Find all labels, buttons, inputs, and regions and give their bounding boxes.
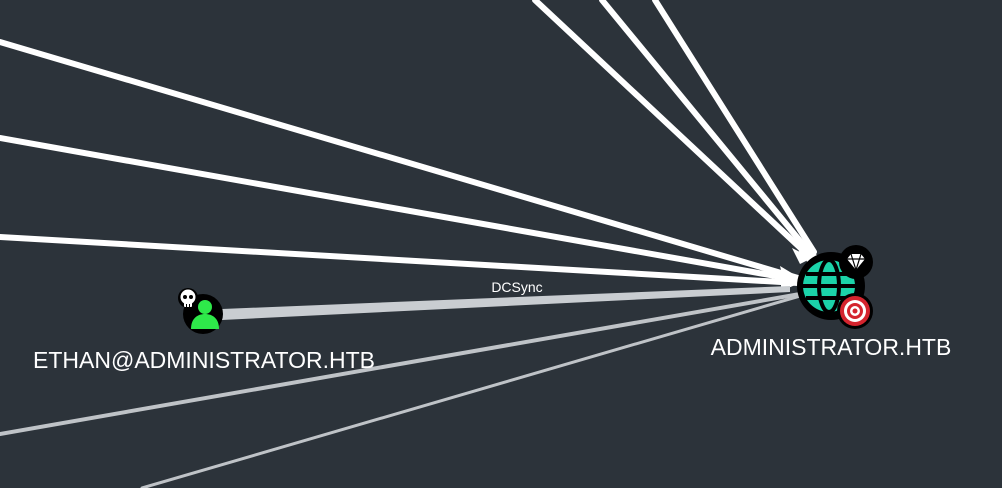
dcsync-edge-line[interactable] — [222, 286, 790, 320]
domain-node[interactable]: ADMINISTRATOR.HTB — [711, 245, 952, 360]
user-node[interactable]: ETHAN@ADMINISTRATOR.HTB — [33, 288, 375, 373]
edge-line[interactable] — [652, 0, 817, 255]
diamond-icon — [839, 245, 873, 279]
user-icon — [191, 300, 219, 329]
edge-line[interactable] — [140, 294, 802, 488]
secondary-edges — [0, 292, 802, 488]
edge-line[interactable] — [0, 135, 801, 283]
user-node-label: ETHAN@ADMINISTRATOR.HTB — [33, 347, 375, 373]
edge-line[interactable] — [0, 39, 801, 281]
edge-line[interactable] — [532, 0, 811, 258]
dcsync-edge[interactable]: DCSync — [222, 279, 790, 320]
edge-line[interactable] — [0, 234, 801, 286]
target-icon — [837, 293, 873, 329]
skull-icon — [178, 288, 198, 308]
incoming-edges — [0, 0, 817, 286]
edge-line[interactable] — [599, 0, 813, 256]
dcsync-edge-label: DCSync — [491, 279, 542, 295]
domain-node-label: ADMINISTRATOR.HTB — [711, 334, 952, 360]
edge-line[interactable] — [0, 292, 802, 436]
